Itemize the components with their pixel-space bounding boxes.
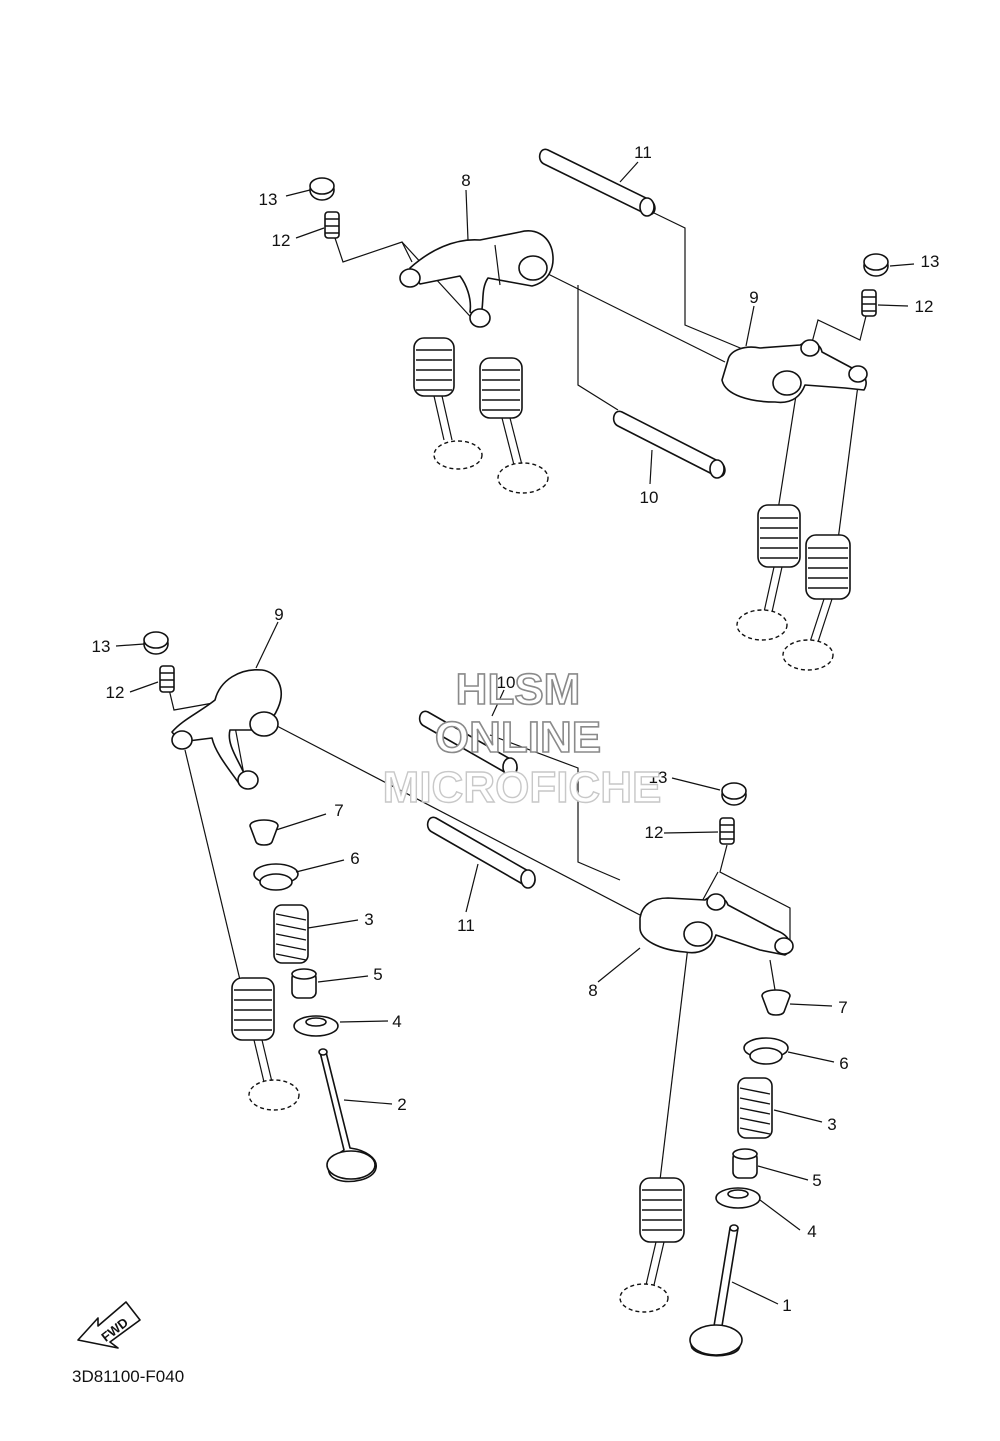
valve-assembly-upper-b: [479, 357, 549, 494]
callout: 6: [839, 1054, 848, 1073]
callout: 6: [350, 849, 359, 868]
locknut-upper-left: [309, 177, 335, 201]
callout: 12: [915, 297, 934, 316]
rocker-shaft-lower-10: [418, 710, 518, 777]
callout: 1: [782, 1296, 791, 1315]
callout: 3: [827, 1115, 836, 1134]
watermark-line: HLSM: [456, 665, 581, 714]
adjusting-screw-upper-left: [324, 211, 340, 239]
spring-lower-left: [273, 904, 309, 964]
callout-numbers: 11 8 13 12 13 12 9 10 9 13 12 10 7 6 3 1…: [92, 143, 940, 1315]
callout: 11: [634, 143, 652, 162]
adjusting-screw-lower-right: [719, 817, 735, 845]
cotter-lower-left: [249, 819, 279, 846]
callout: 5: [373, 965, 382, 984]
cotter-lower-right: [761, 989, 791, 1016]
callout: 2: [397, 1095, 406, 1114]
callout: 12: [106, 683, 125, 702]
rocker-shaft-upper-10: [612, 410, 726, 479]
rocker-arm-upper-right: [721, 339, 868, 404]
callout: 13: [259, 190, 278, 209]
fwd-arrow-icon: FWD: [77, 1301, 141, 1349]
callout: 13: [649, 768, 668, 787]
leader-lines: [115, 161, 915, 1305]
callout: 3: [364, 910, 373, 929]
valve-assembly-lower-ghost: [231, 977, 300, 1111]
callout: 12: [645, 823, 664, 842]
seat-lower-left: [293, 1015, 339, 1037]
callout: 13: [921, 252, 940, 271]
watermark: HLSM ONLINE MICROFICHE: [382, 664, 662, 813]
seal-lower-right: [732, 1148, 758, 1179]
rocker-arm-lower-left: [171, 669, 282, 790]
seat-lower-right: [715, 1187, 761, 1209]
callout: 13: [92, 637, 111, 656]
intake-valve-1: [689, 1224, 743, 1357]
callout: 9: [749, 288, 758, 307]
adjusting-screw-upper-right: [861, 289, 877, 317]
callout: 4: [807, 1222, 816, 1241]
locknut-lower-left: [143, 631, 169, 655]
watermark-line: ONLINE: [435, 713, 601, 762]
callout: 4: [392, 1012, 401, 1031]
diagram-code: 3D81100-F040: [72, 1367, 184, 1386]
adjusting-screw-lower-left: [159, 665, 175, 693]
locknut-lower-right: [721, 782, 747, 806]
callout: 8: [588, 981, 597, 1000]
callout: 7: [334, 801, 343, 820]
valve-assembly-upper-a: [413, 337, 483, 470]
exhaust-valve-2: [318, 1048, 377, 1183]
rocker-arm-lower-right: [639, 893, 794, 956]
retainer-lower-left: [253, 863, 299, 891]
rocker-arm-upper-left: [399, 230, 554, 328]
retainer-lower-right: [743, 1037, 789, 1065]
callout: 5: [812, 1171, 821, 1190]
callout: 10: [640, 488, 659, 507]
spring-lower-right: [737, 1077, 773, 1139]
seal-lower-left: [291, 968, 317, 999]
watermark-line: MICROFICHE: [383, 763, 662, 812]
callout: 12: [272, 231, 291, 250]
valve-assembly-upper-c: [736, 504, 801, 641]
valve-assembly-upper-d: [782, 534, 851, 671]
rocker-shaft-lower-11: [426, 816, 536, 889]
callout: 10: [497, 673, 516, 692]
callout: 11: [457, 916, 475, 935]
valve-assembly-lower-right-ghost: [619, 1177, 685, 1313]
rocker-shaft-upper-11: [538, 148, 656, 217]
callout: 9: [274, 605, 283, 624]
locknut-upper-right: [863, 253, 889, 277]
callout: 8: [461, 171, 470, 190]
callout: 7: [838, 998, 847, 1017]
